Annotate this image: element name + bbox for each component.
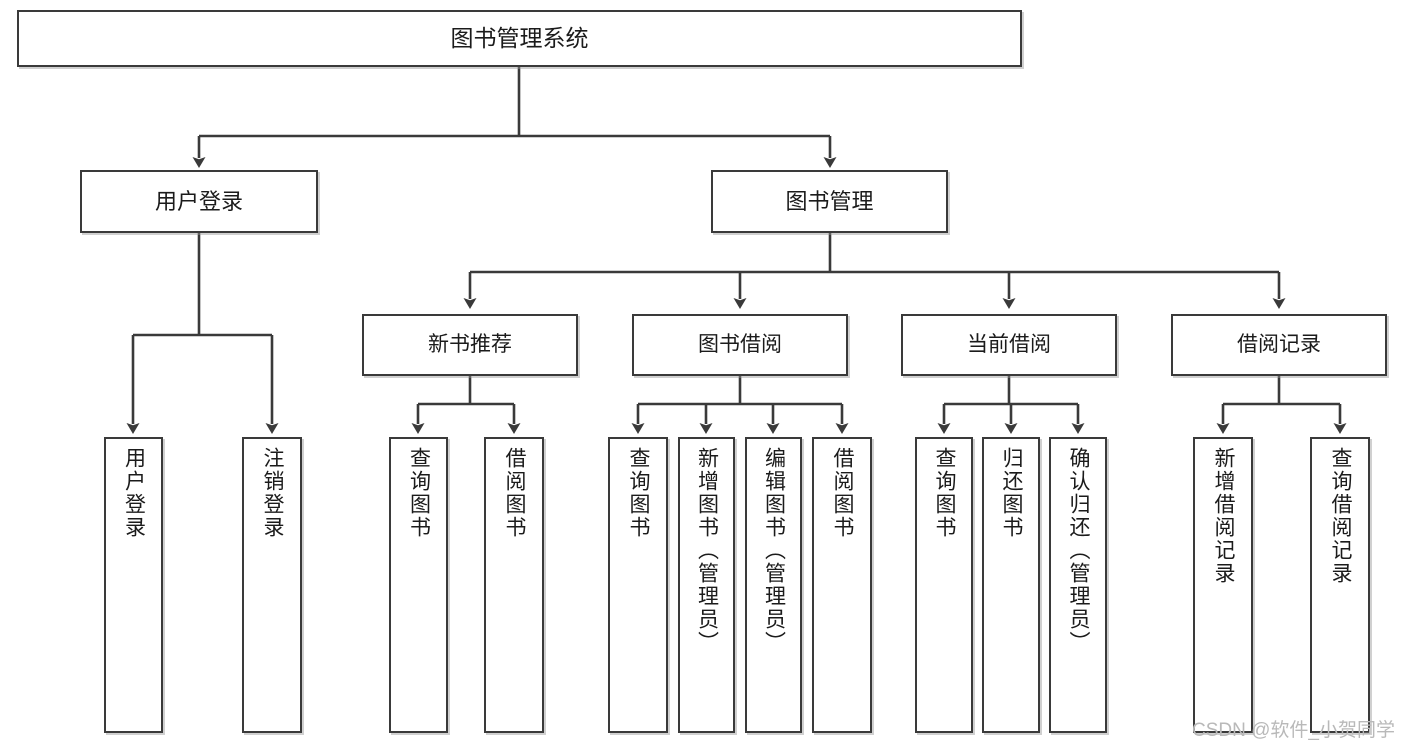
node-leaf-query-book-3[interactable]: 查询图书 bbox=[915, 437, 973, 733]
node-current-borrow[interactable]: 当前借阅 bbox=[901, 314, 1117, 376]
node-book-manage-label: 图书管理 bbox=[785, 188, 874, 214]
node-leaf-confirm-return[interactable]: 确认归还（管理员） bbox=[1049, 437, 1107, 733]
node-leaf-confirm-return-label: 确认归还（管理员） bbox=[1067, 447, 1091, 654]
node-leaf-user-login[interactable]: 用户登录 bbox=[104, 437, 163, 733]
node-leaf-query-book-3-label: 查询图书 bbox=[933, 447, 957, 539]
node-leaf-borrow-book-2-label: 借阅图书 bbox=[831, 447, 855, 539]
node-borrow-record[interactable]: 借阅记录 bbox=[1171, 314, 1387, 376]
node-user-login[interactable]: 用户登录 bbox=[80, 170, 318, 233]
node-leaf-user-login-label: 用户登录 bbox=[122, 447, 146, 539]
node-current-borrow-label: 当前借阅 bbox=[967, 332, 1051, 356]
node-leaf-logout-label: 注销登录 bbox=[261, 447, 285, 539]
node-leaf-query-book-1[interactable]: 查询图书 bbox=[389, 437, 448, 733]
node-leaf-logout[interactable]: 注销登录 bbox=[242, 437, 302, 733]
node-leaf-edit-book-label: 编辑图书（管理员） bbox=[762, 447, 786, 654]
node-leaf-query-record-label: 查询借阅记录 bbox=[1329, 447, 1353, 585]
node-new-book-recommendation-label: 新书推荐 bbox=[428, 332, 512, 356]
node-leaf-add-book[interactable]: 新增图书（管理员） bbox=[678, 437, 735, 733]
node-root[interactable]: 图书管理系统 bbox=[17, 10, 1022, 67]
node-borrow-record-label: 借阅记录 bbox=[1237, 332, 1321, 356]
node-leaf-query-book-1-label: 查询图书 bbox=[407, 447, 431, 539]
node-leaf-borrow-book-1[interactable]: 借阅图书 bbox=[484, 437, 544, 733]
node-book-borrow[interactable]: 图书借阅 bbox=[632, 314, 848, 376]
node-leaf-add-record-label: 新增借阅记录 bbox=[1212, 447, 1236, 585]
node-root-label: 图书管理系统 bbox=[450, 24, 589, 51]
node-user-login-label: 用户登录 bbox=[154, 188, 243, 214]
node-leaf-add-record[interactable]: 新增借阅记录 bbox=[1193, 437, 1253, 733]
node-leaf-add-book-label: 新增图书（管理员） bbox=[695, 447, 719, 654]
node-leaf-return-book[interactable]: 归还图书 bbox=[982, 437, 1040, 733]
node-new-book-recommendation[interactable]: 新书推荐 bbox=[362, 314, 578, 376]
node-book-borrow-label: 图书借阅 bbox=[698, 332, 782, 356]
node-leaf-edit-book[interactable]: 编辑图书（管理员） bbox=[745, 437, 802, 733]
node-leaf-borrow-book-2[interactable]: 借阅图书 bbox=[812, 437, 872, 733]
node-leaf-return-book-label: 归还图书 bbox=[1000, 447, 1024, 539]
node-leaf-query-book-2-label: 查询图书 bbox=[627, 447, 651, 539]
node-leaf-borrow-book-1-label: 借阅图书 bbox=[503, 447, 527, 539]
node-leaf-query-book-2[interactable]: 查询图书 bbox=[608, 437, 668, 733]
node-book-manage[interactable]: 图书管理 bbox=[711, 170, 948, 233]
node-leaf-query-record[interactable]: 查询借阅记录 bbox=[1310, 437, 1370, 733]
